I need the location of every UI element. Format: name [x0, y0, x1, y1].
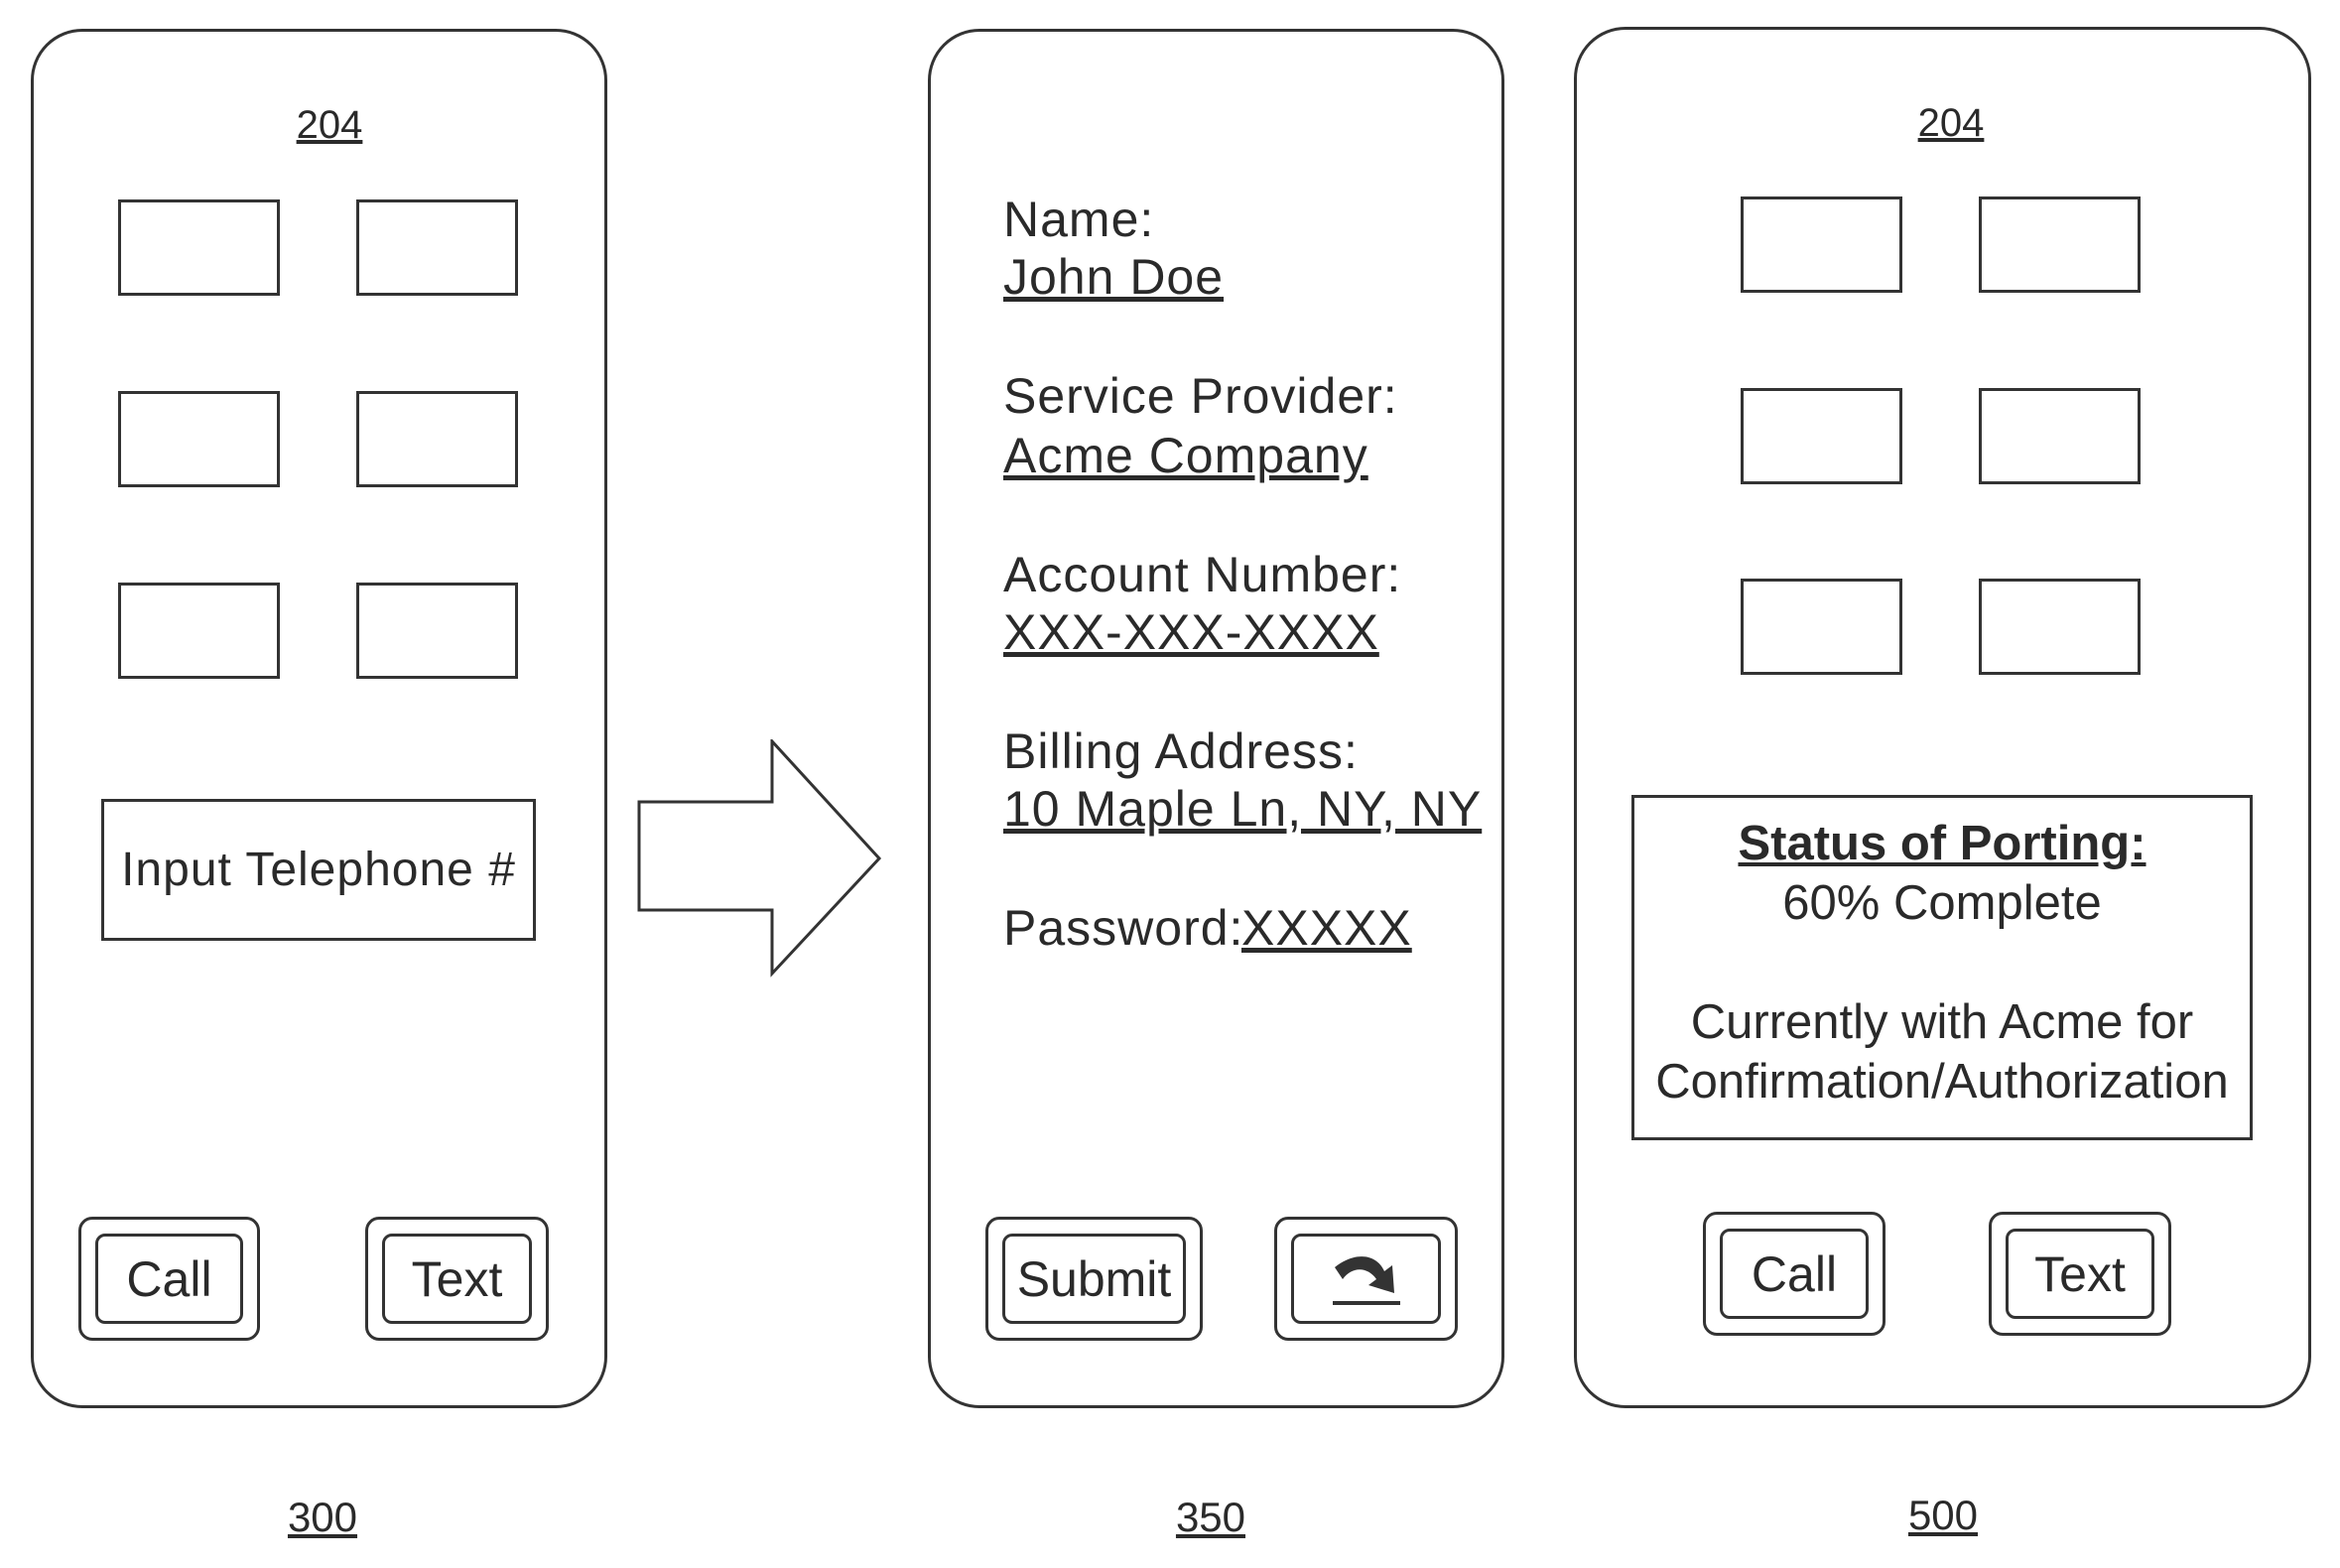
app-tile[interactable] — [356, 391, 518, 487]
text-button-label: Text — [2006, 1229, 2154, 1319]
password-label: Password: — [1003, 900, 1244, 956]
status-detail-line-2: Confirmation/Authorization — [1655, 1055, 2229, 1109]
name-value[interactable]: John Doe — [1003, 249, 1225, 305]
account-number-label: Account Number: — [1003, 547, 1402, 602]
app-tile[interactable] — [1979, 196, 2141, 293]
status-title: Status of Porting: — [1738, 817, 2146, 870]
back-button[interactable] — [1274, 1217, 1458, 1341]
submit-button[interactable]: Submit — [985, 1217, 1203, 1341]
figure-number-300: 300 — [287, 1494, 358, 1540]
return-arrow-icon — [1332, 1255, 1400, 1305]
submit-button-label: Submit — [1002, 1234, 1186, 1324]
porting-status-panel: Status of Porting: 60% Complete Currentl… — [1631, 795, 2253, 1140]
billing-address-value[interactable]: 10 Maple Ln, NY, NY — [1003, 781, 1483, 837]
app-tile[interactable] — [118, 391, 280, 487]
name-label: Name: — [1003, 192, 1155, 247]
reference-label: 204 — [1917, 101, 1985, 145]
phone-screen-300: 204 Input Telephone # Call Text — [31, 29, 607, 1408]
figure-number-350: 350 — [1175, 1494, 1246, 1540]
app-tile[interactable] — [1741, 388, 1902, 484]
app-tile[interactable] — [1741, 579, 1902, 675]
status-detail-line-1: Currently with Acme for — [1690, 995, 2194, 1049]
call-button[interactable]: Call — [78, 1217, 260, 1341]
app-tile[interactable] — [1741, 196, 1902, 293]
text-button-label: Text — [382, 1234, 532, 1324]
telephone-input-label: Input Telephone # — [121, 844, 516, 896]
app-tile[interactable] — [118, 199, 280, 296]
phone-screen-350: Name: John Doe Service Provider: Acme Co… — [928, 29, 1504, 1408]
text-button[interactable]: Text — [365, 1217, 549, 1341]
account-number-value[interactable]: XXX-XXX-XXXX — [1003, 604, 1379, 660]
back-button-face — [1291, 1234, 1441, 1324]
password-value[interactable]: XXXXX — [1241, 900, 1412, 956]
app-tile[interactable] — [1979, 579, 2141, 675]
app-tile[interactable] — [356, 199, 518, 296]
call-button-label: Call — [95, 1234, 243, 1324]
app-tile[interactable] — [1979, 388, 2141, 484]
figure-number-500: 500 — [1907, 1492, 1979, 1538]
app-tile[interactable] — [356, 583, 518, 679]
service-provider-value[interactable]: Acme Company — [1003, 428, 1368, 483]
call-button[interactable]: Call — [1703, 1212, 1885, 1336]
service-provider-label: Service Provider: — [1003, 368, 1398, 424]
billing-address-label: Billing Address: — [1003, 723, 1359, 779]
app-tile[interactable] — [118, 583, 280, 679]
right-arrow-icon — [637, 739, 882, 978]
reference-label: 204 — [296, 103, 363, 147]
call-button-label: Call — [1720, 1229, 1869, 1319]
phone-screen-500: 204 Status of Porting: 60% Complete Curr… — [1574, 27, 2311, 1408]
telephone-input[interactable]: Input Telephone # — [101, 799, 536, 941]
text-button[interactable]: Text — [1989, 1212, 2171, 1336]
status-progress: 60% Complete — [1782, 876, 2102, 930]
